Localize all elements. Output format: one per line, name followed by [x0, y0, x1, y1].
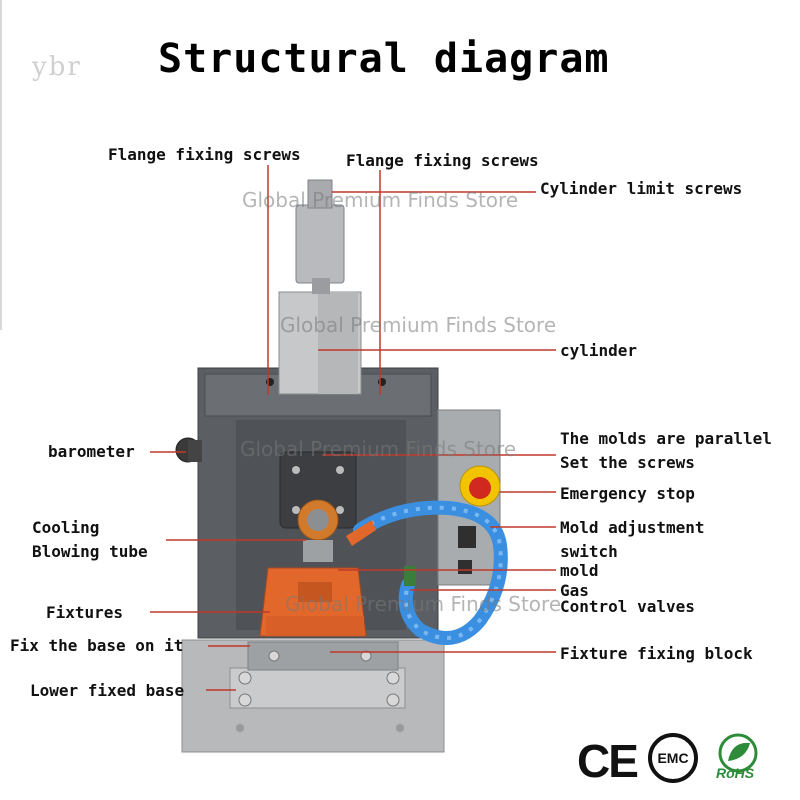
label-cylinder-limit-screws: Cylinder limit screws — [540, 179, 743, 198]
label-flange-fixing-screws-right: Flange fixing screws — [346, 151, 539, 170]
label-fixtures: Fixtures — [46, 603, 124, 622]
label-switch: switch — [560, 542, 618, 561]
brand-logo-text: ybr — [32, 52, 82, 82]
label-barometer: barometer — [48, 442, 135, 461]
label-mold-adjustment: Mold adjustment — [560, 518, 705, 537]
label-fixture-fixing-block: Fixture fixing block — [560, 644, 753, 663]
label-cylinder: cylinder — [560, 341, 638, 360]
emc-logo: EMC — [648, 733, 698, 783]
watermark-3: Global Premium Finds Store — [240, 437, 517, 461]
label-emergency-stop: Emergency stop — [560, 484, 695, 503]
watermark-2: Global Premium Finds Store — [280, 313, 557, 337]
label-lower-fixed-base: Lower fixed base — [30, 681, 185, 700]
watermark-4: Global Premium Finds Store — [285, 592, 562, 616]
rohs-leaf-icon — [718, 733, 758, 773]
label-mold: mold — [560, 561, 599, 580]
lower-fixed-base — [229, 667, 406, 709]
ce-mark: CE — [577, 735, 639, 787]
rohs-logo: RoHS — [714, 733, 762, 783]
label-blowing-tube: Blowing tube — [32, 542, 148, 561]
label-molds-parallel: The molds are parallel — [560, 429, 772, 448]
watermark-1: Global Premium Finds Store — [242, 188, 519, 212]
label-gas: Gas — [560, 581, 589, 600]
diagram-title: Structural diagram — [158, 36, 610, 82]
label-cooling: Cooling — [32, 518, 100, 537]
label-fix-base: Fix the base on it — [10, 636, 184, 655]
emc-text: EMC — [657, 750, 689, 766]
label-control-valves: Control valves — [560, 597, 695, 616]
label-set-screws: Set the screws — [560, 453, 695, 472]
cylinder-top — [295, 204, 345, 284]
rohs-text: RoHS — [716, 765, 755, 781]
gas-control-valve — [404, 566, 416, 586]
label-flange-fixing-screws-left: Flange fixing screws — [108, 145, 301, 164]
